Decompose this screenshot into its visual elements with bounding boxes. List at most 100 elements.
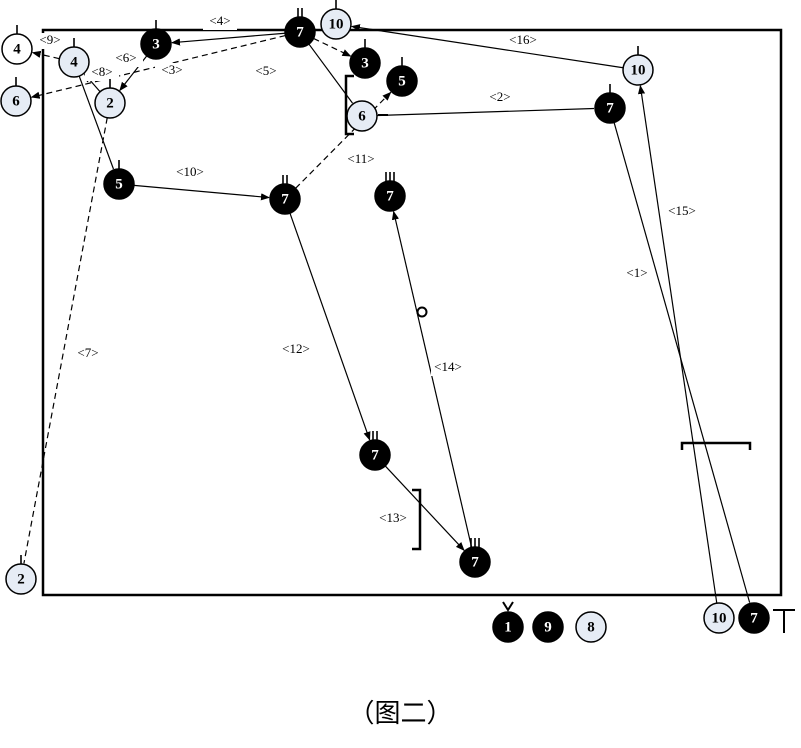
- edge-line: [613, 122, 751, 603]
- node-circle: [320, 8, 352, 40]
- edge-line: [313, 37, 352, 57]
- node-label: 3: [152, 36, 160, 52]
- node-circle: [140, 28, 172, 60]
- node-label: 5: [115, 176, 123, 192]
- player-node: 2: [5, 555, 37, 595]
- edge-label-bg: [279, 342, 313, 358]
- edge-label: <2>: [489, 89, 510, 104]
- player-node: 4: [58, 38, 90, 78]
- node-label: 7: [386, 188, 394, 204]
- edge-label-bg: [483, 90, 517, 106]
- node-circle: [0, 85, 32, 117]
- node-label: 7: [371, 447, 379, 463]
- player-node: 7: [359, 431, 391, 471]
- player-node: 7: [738, 602, 770, 634]
- edge-line: [289, 212, 371, 441]
- edge-label-bg: [431, 360, 465, 376]
- edge-label-bg: [620, 266, 654, 282]
- node-circle: [622, 54, 654, 86]
- node-circle: [374, 180, 406, 212]
- edge-label-layer: <1><2><3><4><5><6><7><8><9><10><11><12><…: [33, 13, 699, 527]
- player-node: 4: [1, 25, 33, 65]
- player-node: 3: [349, 39, 381, 79]
- connector-line: [78, 75, 115, 170]
- edge-line: [295, 91, 392, 189]
- node-label: 2: [17, 571, 25, 587]
- node-circle: [386, 65, 418, 97]
- edge-line: [23, 117, 108, 564]
- player-node: 10: [320, 0, 352, 40]
- edge-label: <12>: [282, 341, 310, 356]
- node-label: 1: [504, 619, 512, 635]
- bracket-right: [412, 488, 422, 551]
- node-circle: [5, 563, 37, 595]
- node-label: 7: [296, 24, 304, 40]
- bracket-horizontal: [680, 441, 752, 450]
- edge-label-bg: [344, 152, 378, 168]
- node-circle: [269, 183, 301, 215]
- node-label: 10: [329, 16, 344, 32]
- node-label: 5: [398, 73, 406, 89]
- node-circle: [103, 168, 135, 200]
- edge-label: <6>: [115, 50, 136, 65]
- t-marker: [773, 609, 795, 633]
- player-node: 10: [703, 602, 735, 634]
- edge-label: <5>: [255, 63, 276, 78]
- edge-label: <11>: [347, 151, 374, 166]
- node-circle: [738, 602, 770, 634]
- node-label: 4: [70, 54, 78, 70]
- node-label: 8: [587, 619, 595, 635]
- player-node: 9: [532, 611, 564, 643]
- edge-label: <10>: [176, 164, 204, 179]
- player-node: 7: [594, 84, 626, 124]
- node-label: 7: [471, 554, 479, 570]
- player-node: 7: [374, 172, 406, 212]
- node-circle: [284, 16, 316, 48]
- edge-line: [350, 24, 624, 69]
- edge-label-bg: [33, 33, 67, 49]
- edge-label: <4>: [209, 13, 230, 28]
- node-circle: [532, 611, 564, 643]
- figure-caption: （图二）: [348, 699, 453, 729]
- node-circle: [349, 47, 381, 79]
- player-node: 6: [346, 100, 378, 132]
- edge-line: [384, 465, 465, 551]
- player-node: 8: [575, 611, 607, 643]
- edge-label-bg: [376, 511, 410, 527]
- edge-label-bg: [155, 63, 189, 79]
- ring-marker: [416, 306, 428, 318]
- node-label: 10: [631, 62, 646, 78]
- node-circle: [703, 602, 735, 634]
- node-label: 7: [750, 610, 758, 626]
- node-label: 7: [606, 100, 614, 116]
- edge-label-bg: [85, 65, 119, 81]
- node-layer: 3 7 10 4 4 2 6 3 5 6 10 7 5 7 7 7 7 2 1 9 8 10 7: [0, 0, 770, 643]
- edge-label-bg: [506, 33, 540, 49]
- bracket-left: [344, 74, 354, 136]
- node-label: 2: [106, 95, 114, 111]
- edge-line: [391, 210, 473, 548]
- edge-line: [133, 184, 270, 201]
- player-node: 7: [269, 175, 301, 215]
- edge-line: [31, 50, 60, 60]
- node-label: 6: [12, 93, 20, 109]
- player-node: 2: [94, 79, 126, 119]
- edge-label: <14>: [434, 359, 462, 374]
- player-node: 6: [0, 77, 32, 117]
- edge-label: <7>: [77, 345, 98, 360]
- edge-label: <13>: [379, 510, 407, 525]
- node-circle: [459, 546, 491, 578]
- decoration-layer: [344, 74, 795, 633]
- edge-label: <15>: [668, 203, 696, 218]
- node-label: 3: [361, 55, 369, 71]
- edge-label: <16>: [509, 32, 537, 47]
- edge-label-bg: [203, 14, 237, 30]
- edge-label-bg: [109, 51, 143, 67]
- court-boundary: [41, 28, 783, 597]
- player-node: 5: [386, 57, 418, 97]
- v-marker: [502, 601, 514, 612]
- edge-line: [637, 84, 718, 604]
- edge-label-bg: [173, 165, 207, 181]
